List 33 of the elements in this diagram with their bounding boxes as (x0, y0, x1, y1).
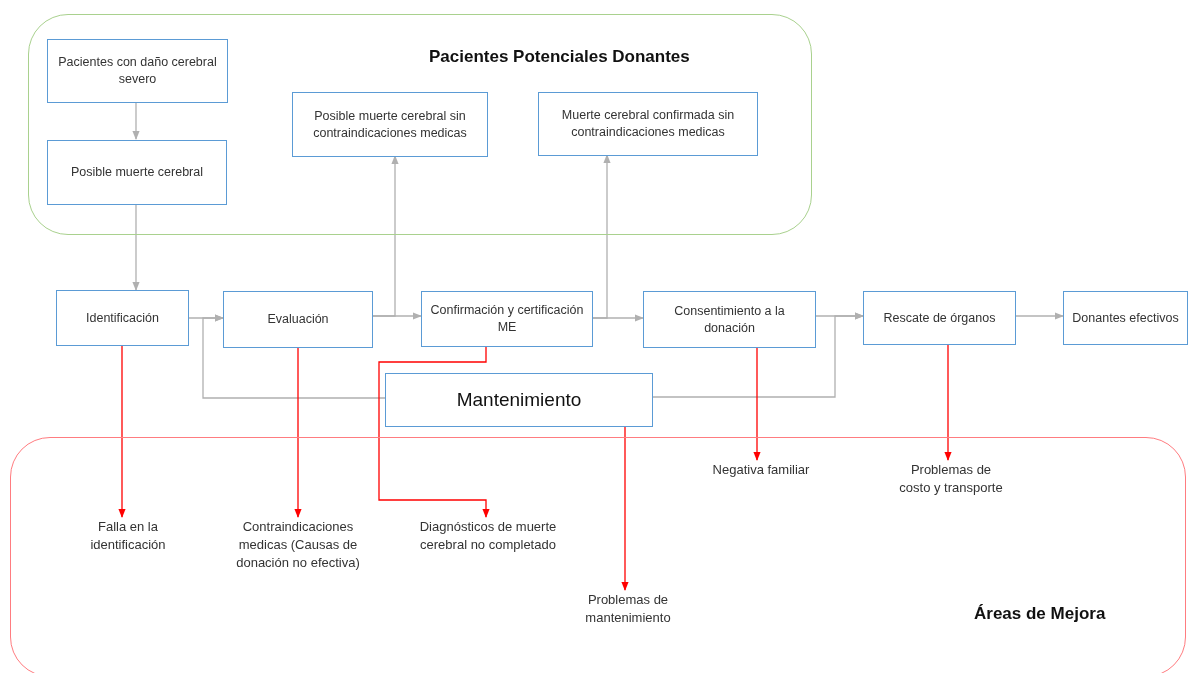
process-box: Pacientes con daño cerebral severo (47, 39, 228, 103)
process-box: Confirmación y certificación ME (421, 291, 593, 347)
process-box: Posible muerte cerebral (47, 140, 227, 205)
process-box: Identificación (56, 290, 189, 346)
process-box: Consentimiento a la donación (643, 291, 816, 348)
arrow (202, 314, 386, 399)
outcome-text: Falla en la identificación (68, 518, 188, 562)
arrow (621, 426, 629, 591)
arrow (294, 347, 302, 518)
process-box: Mantenimiento (385, 373, 653, 427)
group-heading: Áreas de Mejora (974, 604, 1106, 624)
process-box: Rescate de órganos (863, 291, 1016, 345)
arrow (592, 314, 644, 322)
process-box: Donantes efectivos (1063, 291, 1188, 345)
arrow (118, 345, 126, 518)
arrow (372, 155, 399, 317)
outcome-text: Problemas de mantenimiento (568, 591, 688, 635)
arrow (378, 346, 490, 518)
outcome-text: Problemas de costo y transporte (896, 461, 1006, 525)
arrow (753, 347, 761, 461)
process-box: Muerte cerebral confirmada sin contraindicaciones medicas (538, 92, 758, 156)
group-heading: Pacientes Potenciales Donantes (429, 47, 690, 67)
group-frame (28, 14, 812, 235)
arrow (132, 101, 140, 140)
outcome-text: Diagnósticos de muerte cerebral no completado (413, 518, 563, 582)
arrow (132, 203, 140, 291)
outcome-text: Contraindicaciones medicas (Causas de donación no efectiva) (223, 518, 373, 602)
process-box: Evaluación (223, 291, 373, 348)
arrow (1015, 312, 1064, 320)
arrow (652, 312, 864, 398)
arrow (944, 344, 952, 461)
outcome-text: Negativa familiar (711, 461, 811, 505)
process-box: Posible muerte cerebral sin contraindicaciones medicas (292, 92, 488, 157)
